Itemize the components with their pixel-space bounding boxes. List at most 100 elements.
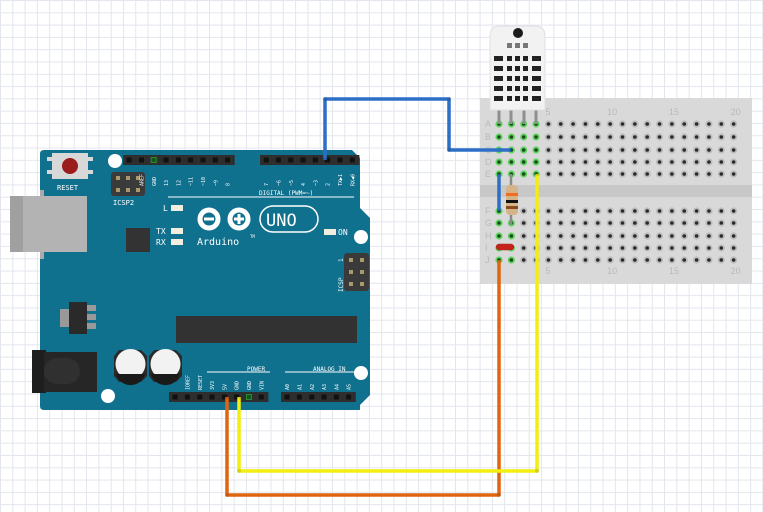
column-label: 10 xyxy=(607,107,617,117)
breadboard-hole-center xyxy=(645,148,649,152)
header-pin[interactable] xyxy=(245,394,252,400)
wire-bendpoint[interactable] xyxy=(447,97,451,101)
led-l xyxy=(171,205,183,211)
jumper-i1-i2[interactable] xyxy=(495,243,515,251)
breadboard-hole-center xyxy=(608,246,612,250)
header-pin[interactable] xyxy=(150,157,157,163)
pin-label: ~10 xyxy=(201,177,207,186)
header-pin[interactable] xyxy=(126,157,132,163)
breadboard-hole-center xyxy=(694,148,699,152)
header-pin[interactable] xyxy=(212,157,218,163)
mounting-hole xyxy=(101,389,115,403)
breadboard-hole-center xyxy=(583,135,588,139)
led-l-label: L xyxy=(163,204,168,213)
voltage-regulator xyxy=(60,302,96,334)
column-label: 5 xyxy=(545,107,550,117)
wire-bendpoint[interactable] xyxy=(447,148,451,152)
header-pin[interactable] xyxy=(309,394,315,400)
header-pin[interactable] xyxy=(349,157,355,163)
breadboard-hole-center xyxy=(620,234,625,238)
analog-label: ANALOG IN xyxy=(313,366,346,373)
icsp-pin1-label: 1 xyxy=(338,258,345,262)
breadboard-hole-center xyxy=(521,221,526,225)
wire-bendpoint[interactable] xyxy=(237,469,241,473)
breadboard-hole-center xyxy=(645,209,649,213)
breadboard-hole-center xyxy=(694,246,699,250)
reset-button[interactable] xyxy=(47,153,93,179)
header-pin[interactable] xyxy=(184,394,190,400)
row-label: B xyxy=(485,132,491,142)
breadboard-hole-center xyxy=(657,148,662,152)
vcc-wire[interactable] xyxy=(225,260,501,497)
breadboard-hole-center xyxy=(682,209,687,213)
pin-label: 3V3 xyxy=(210,381,216,390)
wire-bendpoint[interactable] xyxy=(535,469,539,473)
wire-bendpoint[interactable] xyxy=(497,493,501,497)
breadboard-hole-center xyxy=(521,135,526,139)
header-pin[interactable] xyxy=(337,157,343,163)
breadboard-hole-center xyxy=(571,122,575,126)
header-pin[interactable] xyxy=(275,157,281,163)
breadboard-hole-center xyxy=(633,160,637,164)
wire-bendpoint[interactable] xyxy=(323,158,327,162)
pin-label: RESET xyxy=(198,375,204,390)
wire-bendpoint[interactable] xyxy=(225,493,229,497)
header-pin[interactable] xyxy=(312,157,318,163)
wire-bendpoint[interactable] xyxy=(497,209,501,213)
breadboard-hole-center xyxy=(558,209,563,213)
breadboard-hole-center xyxy=(707,221,711,225)
header-pin[interactable] xyxy=(263,157,269,163)
grille-slot xyxy=(494,86,503,91)
breadboard-hole-center xyxy=(546,234,551,238)
column-label: 15 xyxy=(669,266,679,276)
wire-bendpoint[interactable] xyxy=(497,172,501,176)
header-pin[interactable] xyxy=(172,394,178,400)
pin-label: 4 xyxy=(301,183,307,186)
header-pin[interactable] xyxy=(197,394,203,400)
header-pin[interactable] xyxy=(163,157,169,163)
wire-bendpoint[interactable] xyxy=(237,395,241,399)
header-pin[interactable] xyxy=(288,157,294,163)
breadboard-hole-center xyxy=(546,221,551,225)
header-pin[interactable] xyxy=(188,157,194,163)
header-pin[interactable] xyxy=(325,157,331,163)
header-pin[interactable] xyxy=(300,157,306,163)
breadboard-hole-center xyxy=(694,234,699,238)
header-pin[interactable] xyxy=(296,394,302,400)
mounting-hole xyxy=(354,366,368,380)
header-pin[interactable] xyxy=(333,394,339,400)
wire-bendpoint[interactable] xyxy=(509,148,513,152)
header-pin[interactable] xyxy=(321,394,327,400)
data-wire[interactable] xyxy=(323,97,511,160)
breadboard-hole-center xyxy=(546,160,551,164)
breadboard-hole-center xyxy=(620,221,625,225)
breadboard-hole-center xyxy=(509,160,514,164)
power-label: POWER xyxy=(247,366,265,373)
header-pin[interactable] xyxy=(221,394,227,400)
gnd-wire[interactable] xyxy=(237,174,539,473)
wire-bendpoint[interactable] xyxy=(323,97,327,101)
wire-bendpoint[interactable] xyxy=(497,258,501,262)
header-pin[interactable] xyxy=(225,157,231,163)
header-pin[interactable] xyxy=(346,394,352,400)
breadboard-hole-center xyxy=(521,160,526,164)
grille-slot xyxy=(532,66,541,71)
header-pin[interactable] xyxy=(200,157,206,163)
header-pin[interactable] xyxy=(209,394,215,400)
breadboard-hole-center xyxy=(657,258,662,262)
wire-bendpoint[interactable] xyxy=(225,395,229,399)
grille-slot xyxy=(515,86,520,91)
header-pin[interactable] xyxy=(138,157,144,163)
header-pin[interactable] xyxy=(234,394,240,400)
row-label: H xyxy=(485,231,492,241)
breadboard-hole-center xyxy=(583,221,588,225)
header-pin[interactable] xyxy=(258,394,264,400)
header-pin[interactable] xyxy=(284,394,290,400)
header-pin[interactable] xyxy=(175,157,181,163)
breadboard-hole-center xyxy=(719,172,724,176)
breadboard-hole-center xyxy=(620,135,625,139)
sensor-mount-hole xyxy=(513,28,523,38)
wire-bendpoint[interactable] xyxy=(535,172,539,176)
